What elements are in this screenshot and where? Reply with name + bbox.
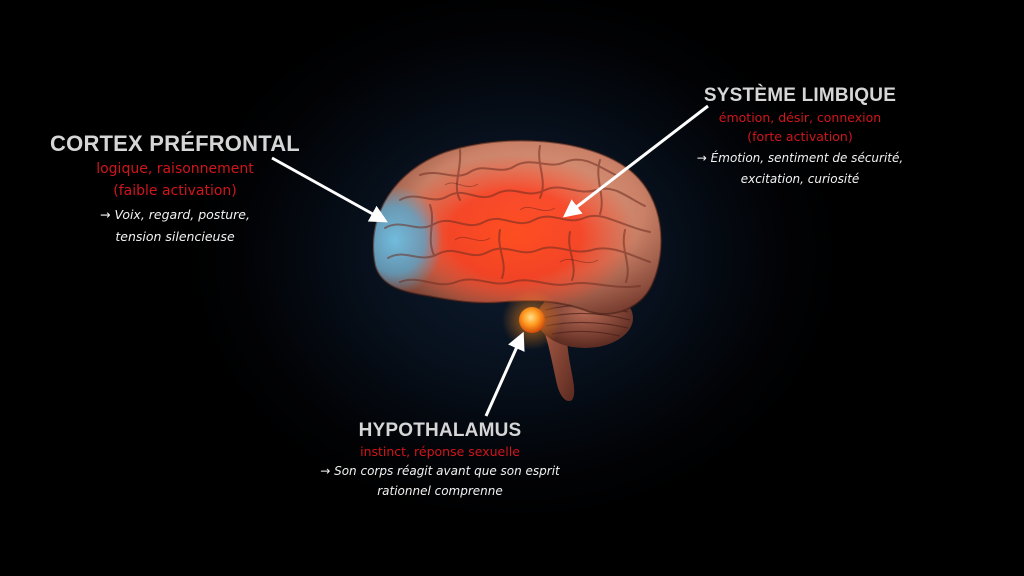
hypothalamus-title: HYPOTHALAMUS (358, 420, 522, 441)
prefrontal-activation (373, 185, 443, 295)
arrow-to-prefrontal (271, 156, 388, 223)
cortex-subtitle-2: (faible activation) (113, 183, 237, 199)
cortex-desc-line-2: tension silencieuse (115, 229, 235, 244)
hypothalamus-desc-line-2: rationnel comprenne (377, 484, 503, 498)
arrow-to-hypothalamus (484, 331, 525, 417)
hypothalamus-description: → Son corps réagit avant que son esprit … (290, 461, 590, 501)
hypothalamus-desc-line-1: → Son corps réagit avant que son esprit (320, 464, 560, 478)
limbic-desc-line-1: → Émotion, sentiment de sécurité, (696, 151, 904, 165)
hypothalamus-subtitle: instinct, réponse sexuelle (360, 444, 520, 459)
label-systeme-limbique: SYSTÈME LIMBIQUE émotion, désir, connexi… (680, 84, 920, 190)
hypothalamus-node (519, 307, 545, 333)
cortex-description: → Voix, regard, posture, tension silenci… (40, 204, 310, 248)
limbic-description: → Émotion, sentiment de sécurité, excita… (680, 148, 920, 190)
limbic-desc-line-2: excitation, curiosité (740, 172, 860, 186)
limbic-title: SYSTÈME LIMBIQUE (703, 85, 897, 106)
limbic-subtitle-2: (forte activation) (747, 129, 853, 144)
label-cortex-prefrontal: CORTEX PRÉFRONTAL logique, raisonnement … (40, 130, 310, 248)
cortex-desc-line-1: → Voix, regard, posture, (100, 207, 250, 222)
label-hypothalamus: HYPOTHALAMUS instinct, réponse sexuelle … (290, 420, 590, 501)
cortex-title: CORTEX PRÉFRONTAL (50, 131, 300, 156)
limbic-subtitle-1: émotion, désir, connexion (718, 110, 882, 125)
cortex-subtitle-1: logique, raisonnement (96, 161, 254, 177)
limbic-activation (395, 155, 635, 314)
arrow-to-limbic (562, 104, 709, 218)
